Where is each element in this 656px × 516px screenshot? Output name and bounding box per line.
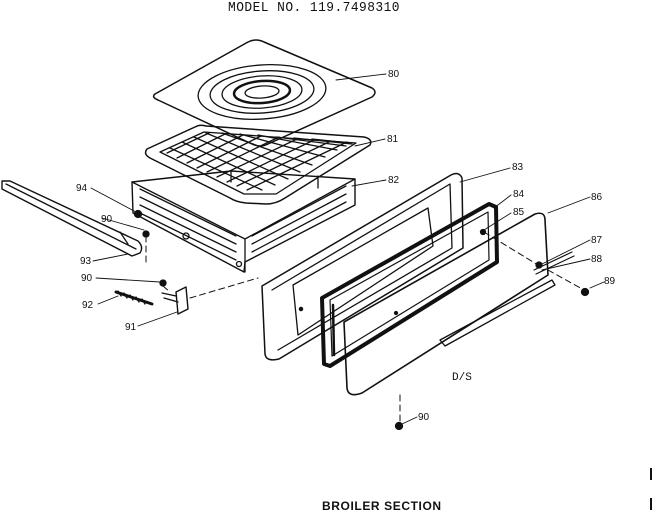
door-code-label: D/S	[452, 372, 472, 384]
callout-80: 80	[388, 69, 400, 80]
callout-numbers: 80 81 82 83 84 85 86 87 88 89 90 90 90 9…	[76, 69, 616, 423]
callout-92: 92	[82, 300, 94, 311]
callout-84: 84	[513, 189, 525, 200]
callout-86: 86	[591, 192, 603, 203]
part-93-side-rail	[1, 180, 143, 257]
assembly-dashed-lines	[145, 231, 585, 423]
part-83-inner-door-panel	[261, 172, 464, 361]
part-80-broiler-pan-insert	[152, 39, 376, 147]
edge-mark-bottom	[650, 498, 652, 510]
callout-88: 88	[591, 254, 603, 265]
callout-87: 87	[591, 235, 603, 246]
leader-lines	[90, 73, 605, 425]
callout-82: 82	[388, 175, 400, 186]
callout-81: 81	[387, 134, 399, 145]
part-81-broiler-pan	[144, 124, 372, 205]
part-91-hinge-bracket	[161, 286, 189, 315]
edge-mark-top	[650, 468, 652, 480]
part-92-spring	[114, 290, 154, 306]
part-86-outer-door	[343, 212, 556, 396]
part-84-door-gasket	[320, 202, 499, 368]
callout-89: 89	[604, 276, 616, 287]
callout-85: 85	[513, 207, 525, 218]
callout-93: 93	[80, 256, 92, 267]
model-number-title: MODEL NO. 119.7498310	[228, 0, 400, 16]
callout-90-middle: 90	[81, 273, 93, 284]
callout-83: 83	[512, 162, 524, 173]
callout-90-bottom: 90	[418, 412, 430, 423]
part-82-drawer-frame	[131, 170, 356, 273]
callout-91: 91	[125, 322, 137, 333]
section-title: BROILER SECTION	[322, 499, 442, 513]
callout-90-top: 90	[101, 214, 113, 225]
callout-94: 94	[76, 183, 88, 194]
